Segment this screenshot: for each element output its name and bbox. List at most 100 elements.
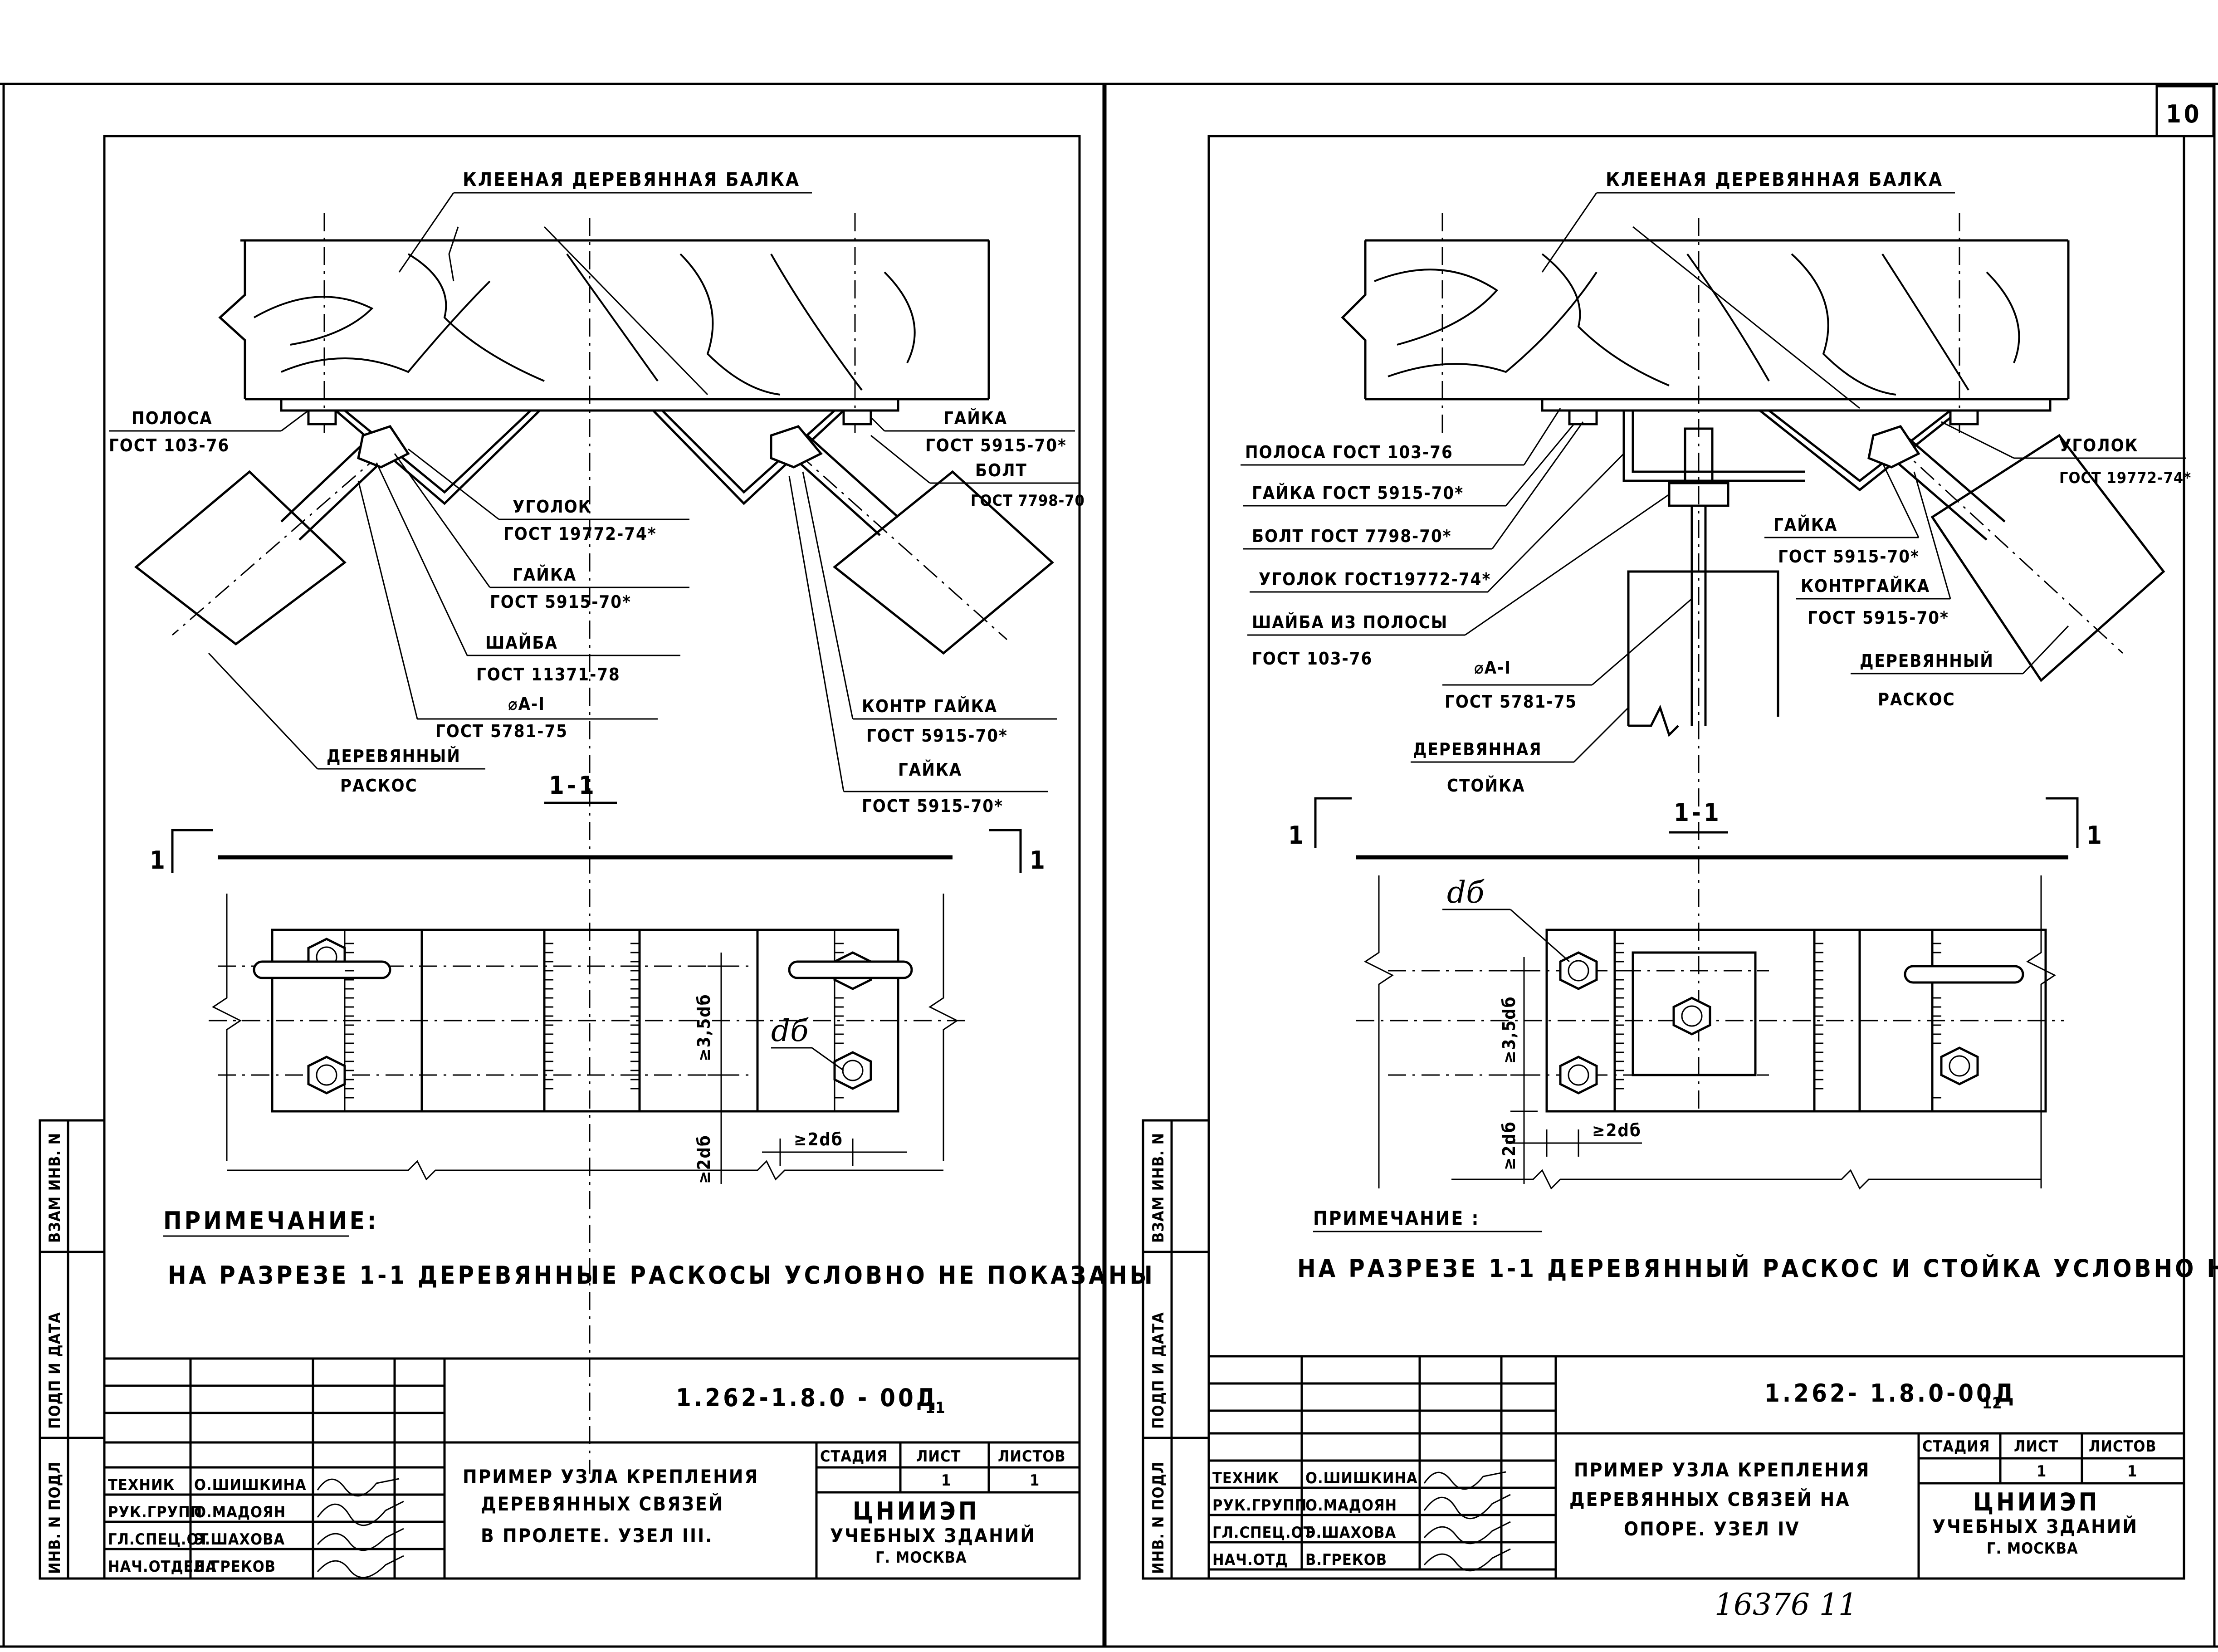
right-org-1: ЦНИИЭП: [1973, 1488, 2100, 1516]
left-title-block: 1.262-1.8.0 - 00Д 11 ТЕХНИК РУК.ГРУПП ГЛ…: [103, 1357, 1081, 1580]
r-raskos-2: РАСКОС: [1878, 689, 1955, 709]
left-role-1: РУК.ГРУПП: [108, 1503, 202, 1521]
left-stadia-h: СТАДИЯ: [820, 1447, 888, 1466]
rod-gost: ГОСТ 5781-75: [435, 721, 568, 741]
right-plate: [1541, 398, 2052, 412]
left-listov-h: ЛИСТОВ: [998, 1447, 1066, 1466]
shaiba-label: ШАЙБА: [485, 633, 558, 653]
r-stoika-2: СТОЙКА: [1447, 776, 1525, 796]
right-beam-label: КЛЕЕНАЯ ДЕРЕВЯННАЯ БАЛКА: [1606, 168, 1943, 191]
left-role-0: ТЕХНИК: [108, 1476, 175, 1494]
right-listov-h: ЛИСТОВ: [2089, 1437, 2157, 1456]
right-name-3: В.ГРЕКОВ: [1305, 1551, 1387, 1569]
right-org-3: Г. МОСКВА: [1987, 1540, 2078, 1558]
r-gaika-label: ГАЙКА: [943, 408, 1007, 428]
left-code: 1.262-1.8.0 - 00Д: [676, 1383, 938, 1412]
archive-number: 16376 11: [1715, 1587, 1857, 1622]
right-angle-center: [1622, 411, 1805, 482]
right-role-0: ТЕХНИК: [1212, 1469, 1280, 1487]
right-dim-35: ≥3,5dб: [1499, 996, 1519, 1064]
right-callouts: ПОЛОСА ГОСТ 103-76 ГАЙКА ГОСТ 5915-70* Б…: [1241, 408, 2191, 796]
right-title-line-2: ОПОРЕ. УЗЕЛ IV: [1624, 1518, 1800, 1540]
left-section-1-1: 1-1 1 1: [150, 771, 1048, 1184]
r-bolt-gost: ГОСТ 7798-70: [971, 492, 1085, 510]
right-note-text: НА РАЗРЕЗЕ 1-1 ДЕРЕВЯННЫЙ РАСКОС И СТОЙК…: [1297, 1254, 2218, 1283]
right-role-1: РУК.ГРУПП: [1212, 1496, 1307, 1515]
kontr-gost: ГОСТ 5915-70*: [866, 726, 1008, 746]
left-list-h: ЛИСТ: [916, 1447, 961, 1466]
r-shaiba-1: ШАЙБА ИЗ ПОЛОСЫ: [1252, 612, 1448, 632]
right-section-1-1: 1-1 1 1: [1288, 797, 2102, 1190]
right-stadia-h: СТАДИЯ: [1922, 1437, 1990, 1456]
left-dim-35: ≥3,5dб: [694, 993, 714, 1061]
left-brace-left: [134, 435, 391, 646]
left-org-3: Г. МОСКВА: [875, 1549, 967, 1567]
left-brace-right: [788, 435, 1054, 655]
raskos-label: ДЕРЕВЯННЫЙ: [327, 746, 461, 766]
r-bolt: БОЛТ ГОСТ 7798-70*: [1252, 526, 1452, 546]
right-dim-2db-v: ≥2dб: [1499, 1121, 1519, 1170]
left-org-1: ЦНИИЭП: [853, 1497, 979, 1525]
right-role-3: НАЧ.ОТД: [1212, 1551, 1288, 1569]
right-title-line-0: ПРИМЕР УЗЛА КРЕПЛЕНИЯ: [1574, 1459, 1871, 1481]
right-name-1: О.МАДОЯН: [1305, 1496, 1397, 1515]
raskos-label-2: РАСКОС: [340, 776, 418, 796]
right-nuts: [1568, 409, 1979, 469]
gaika-gost: ГОСТ 5915-70*: [490, 592, 631, 612]
right-name-2: Э.ШАХОВА: [1305, 1524, 1396, 1542]
left-dim-db: dб: [771, 1013, 809, 1048]
r-gaika2-gost: ГОСТ 5915-70*: [862, 796, 1003, 816]
ugolok-gost: ГОСТ 19772-74*: [503, 524, 657, 544]
right-org-2: УЧЕБНЫХ ЗДАНИЙ: [1932, 1515, 2138, 1538]
right-code-sub: 12: [1982, 1394, 2003, 1413]
sheet-number: 10: [2166, 100, 2202, 128]
left-org-2: УЧЕБНЫХ ЗДАНИЙ: [830, 1524, 1036, 1547]
left-dim-2db-v: ≥2dб: [694, 1134, 714, 1184]
right-signatures: [1423, 1471, 1511, 1572]
margin-stamp-left: ВЗАМ ИНВ. N ПОДП И ДАТА ИНВ. N ПОДЛ: [39, 1119, 106, 1580]
right-note-title: ПРИМЕЧАНИЕ :: [1313, 1207, 1480, 1229]
right-dim-2db-h: ≥2dб: [1592, 1120, 1642, 1140]
left-title-line-2: В ПРОЛЕТЕ. УЗЕЛ III.: [481, 1525, 713, 1547]
left-signatures: [317, 1478, 404, 1579]
left-list-v: 1: [941, 1471, 951, 1490]
r-bolt-label: БОЛТ: [975, 460, 1027, 480]
r-gaika: ГАЙКА ГОСТ 5915-70*: [1252, 483, 1464, 503]
left-title-line-0: ПРИМЕР УЗЛА КРЕПЛЕНИЯ: [463, 1466, 759, 1488]
right-role-2: ГЛ.СПЕЦ.ОТ: [1212, 1524, 1313, 1542]
r-ugolok-r-1: УГОЛОК: [2059, 435, 2139, 455]
left-beam-label: КЛЕЕНАЯ ДЕРЕВЯННАЯ БАЛКА: [463, 168, 800, 191]
left-section-mark-r: 1: [1030, 846, 1048, 875]
left-section-mark-l: 1: [150, 846, 168, 875]
left-note-title: ПРИМЕЧАНИЕ:: [163, 1207, 379, 1235]
right-name-0: О.ШИШКИНА: [1305, 1469, 1418, 1487]
right-beam: КЛЕЕНАЯ ДЕРЕВЯННАЯ БАЛКА: [1341, 168, 2070, 1111]
r-rod-1: ⌀A-I: [1474, 658, 1511, 678]
right-code: 1.262- 1.8.0-00Д: [1764, 1379, 2017, 1408]
margin-inv-r: ИНВ. N ПОДЛ: [1149, 1461, 1168, 1574]
ugolok-label: УГОЛОК: [513, 497, 592, 517]
left-name-3: В.ГРЕКОВ: [194, 1558, 276, 1576]
left-dim-2db-h: ≥2dб: [794, 1129, 843, 1149]
right-list-h: ЛИСТ: [2014, 1437, 2058, 1456]
right-title-line-1: ДЕРЕВЯННЫХ СВЯЗЕЙ НА: [1569, 1488, 1850, 1510]
left-note-text: НА РАЗРЕЗЕ 1-1 ДЕРЕВЯННЫЕ РАСКОСЫ УСЛОВН…: [168, 1261, 1155, 1290]
right-list-v: 1: [2037, 1462, 2047, 1481]
left-name-1: О.МАДОЯН: [194, 1503, 286, 1521]
r-shaiba-2: ГОСТ 103-76: [1252, 649, 1373, 669]
margin-vzam: ВЗАМ ИНВ. N: [46, 1133, 64, 1243]
r-polosa: ПОЛОСА ГОСТ 103-76: [1245, 442, 1453, 462]
r-gaika2-label: ГАЙКА: [898, 760, 962, 780]
r-stoika-1: ДЕРЕВЯННАЯ: [1413, 739, 1542, 759]
right-dim-db: dб: [1447, 875, 1485, 910]
left-role-2: ГЛ.СПЕЦ.ОТ: [108, 1530, 209, 1549]
margin-inv: ИНВ. N ПОДЛ: [46, 1461, 64, 1574]
gaika-label: ГАЙКА: [513, 565, 576, 585]
left-name-0: О.ШИШКИНА: [194, 1476, 307, 1494]
margin-stamp-right: ВЗАМ ИНВ. N ПОДП И ДАТА ИНВ. N ПОДЛ: [1142, 1119, 1210, 1580]
r-raskos-1: ДЕРЕВЯННЫЙ: [1860, 651, 1994, 671]
left-callouts: ПОЛОСА ГОСТ 103-76 УГОЛОК ГОСТ 19772-74*…: [109, 408, 1085, 816]
margin-vzam-r: ВЗАМ ИНВ. N: [1149, 1133, 1168, 1243]
right-title-block: 1.262- 1.8.0-00Д 12 ТЕХНИК РУК.ГРУПП ГЛ.…: [1207, 1355, 2185, 1580]
